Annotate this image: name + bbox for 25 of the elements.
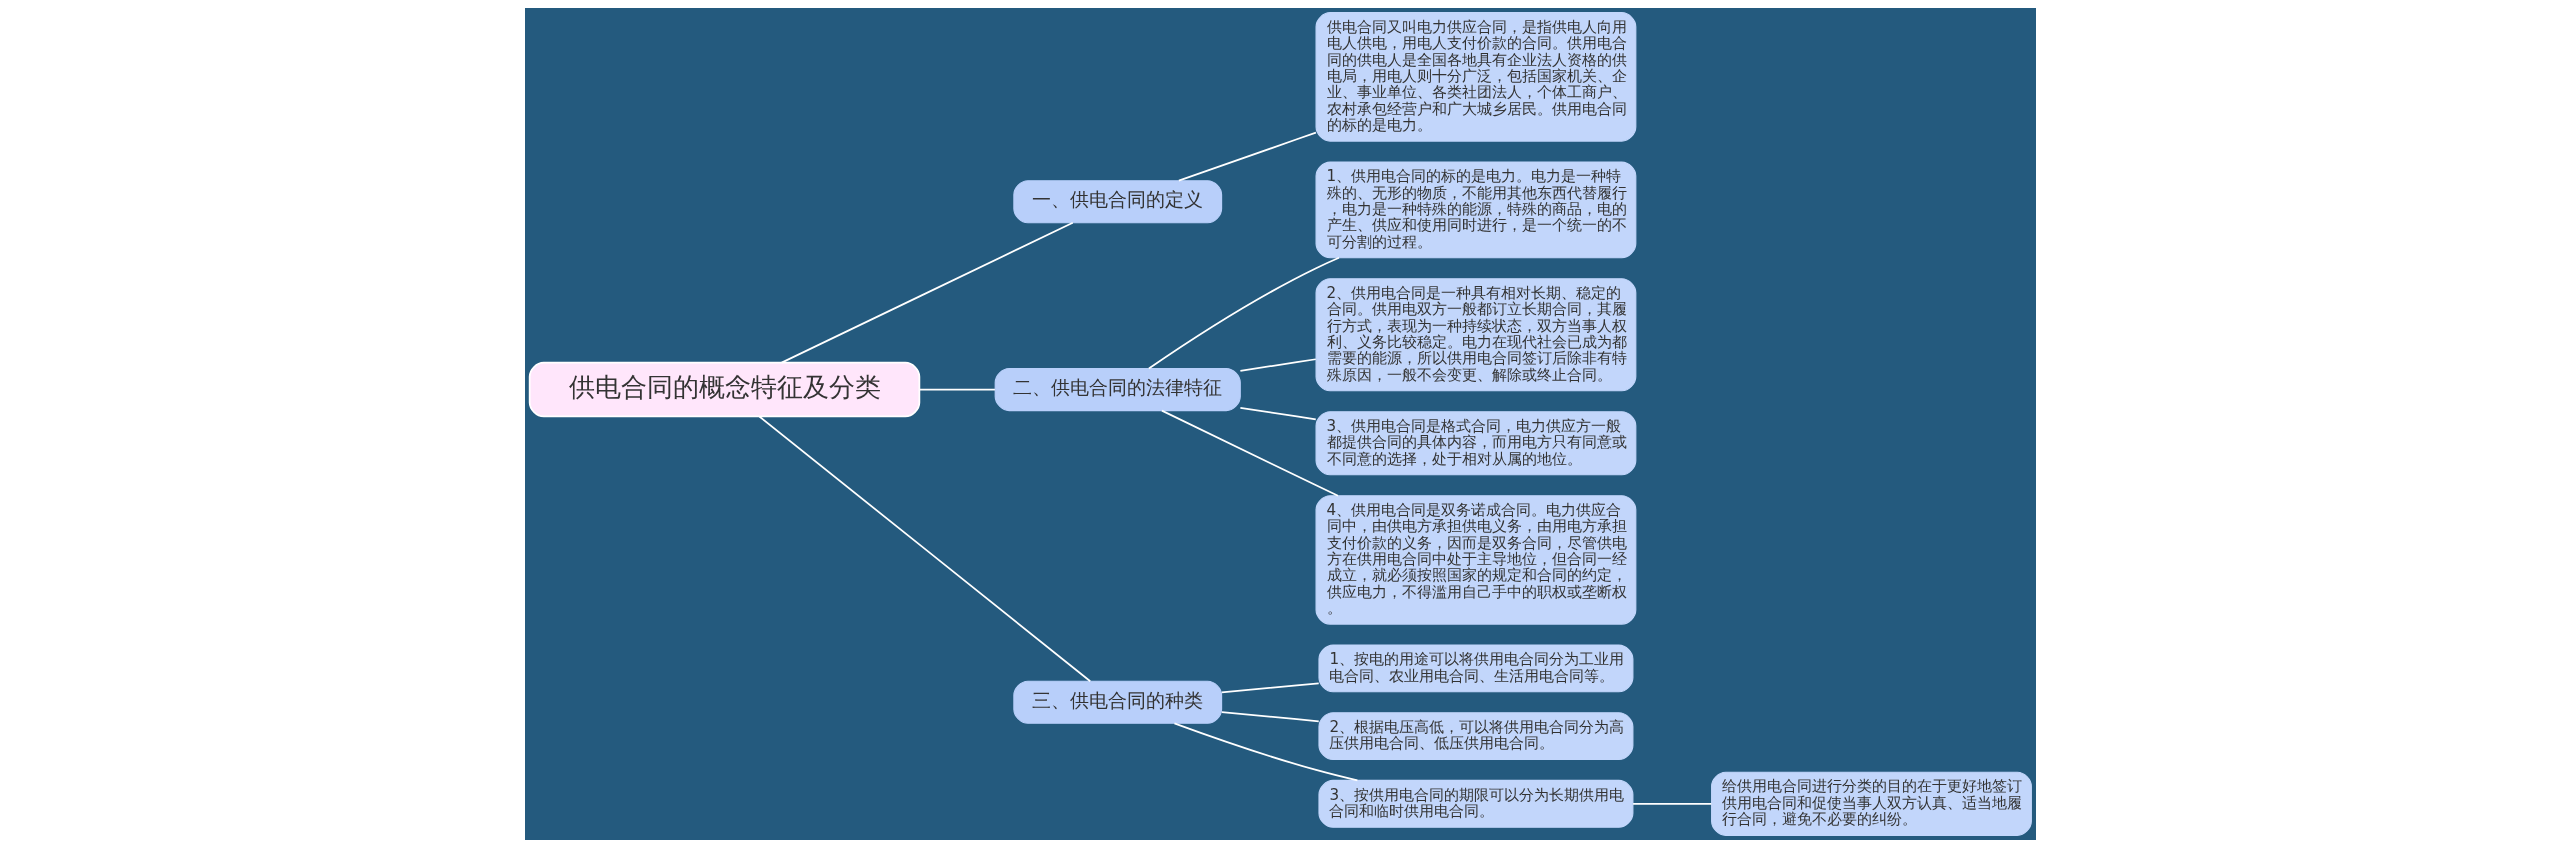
connector	[1173, 722, 1358, 782]
connector	[1239, 358, 1317, 372]
connector	[1220, 682, 1320, 694]
connector	[780, 221, 1074, 364]
node-box: 供电合同的概念特征及分类	[528, 361, 920, 418]
connector	[1160, 409, 1339, 497]
connector	[1147, 256, 1340, 370]
connector	[1177, 131, 1317, 182]
connector	[1631, 802, 1712, 805]
connector	[1239, 407, 1317, 421]
node-box: 4、供用电合同是双务诺成合同。电力供应合同中，由供电方承担供电义务，由用电方承担支付价款的义务，因而是双务合同，尽管供电方在供用电合同中处于主导地位，但合同一经成立，就必须按照国家的规定和合同的约定，供应电力，不得滥用自己手中的职权或垄断权。	[1315, 495, 1636, 625]
connector	[1220, 711, 1320, 723]
node-box: 1、供用电合同的标的是电力。电力是一种特殊的、无形的物质，不能用其他东西代替履行，电力是一种特殊的能源，特殊的商品，电的产生、供应和使用同时进行，是一个统一的不可分割的过程。	[1315, 161, 1636, 259]
node-box: 二、供电合同的法律特征	[994, 368, 1241, 412]
node-box: 三、供电合同的种类	[1012, 680, 1222, 724]
node-box: 一、供电合同的定义	[1012, 180, 1222, 224]
node-box: 2、供用电合同是一种具有相对长期、稳定的合同。供用电双方一般都订立长期合同，其履行方式，表现为一种持续状态，双方当事人权利、义务比较稳定。电力在现代社会已成为都需要的能源，所以供用电合同签订后除非有特殊原因，一般不会变更、解除或终止合同。	[1315, 278, 1636, 392]
node-box: 供电合同又叫电力供应合同，是指供电人向用电人供电，用电人支付价款的合同。供用电合同的供电人是全国各地具有企业法人资格的供电局，用电人则十分广泛，包括国家机关、企业、事业单位、各类社团法人，个体工商户、农村承包经营户和广大城乡居民。供用电合同的标的是电力。	[1315, 12, 1636, 142]
node-box: 1、按电的用途可以将供用电合同分为工业用电合同、农业用电合同、生活用电合同等。	[1317, 644, 1633, 693]
node-box: 3、供用电合同是格式合同，电力供应方一般都提供合同的具体内容，而用电方只有同意或不同意的选择，处于相对从属的地位。	[1315, 411, 1636, 476]
node-box: 2、根据电压高低，可以将供用电合同分为高压供用电合同、低压供用电合同。	[1317, 712, 1633, 761]
connector	[918, 388, 996, 391]
node-box: 给供用电合同进行分类的目的在于更好地签订供用电合同和促使当事人双方认真、适当地履行合同，避免不必要的纠纷。	[1710, 771, 2032, 836]
node-box: 3、按供用电合同的期限可以分为长期供用电合同和临时供用电合同。	[1317, 779, 1633, 828]
connector	[757, 415, 1091, 683]
